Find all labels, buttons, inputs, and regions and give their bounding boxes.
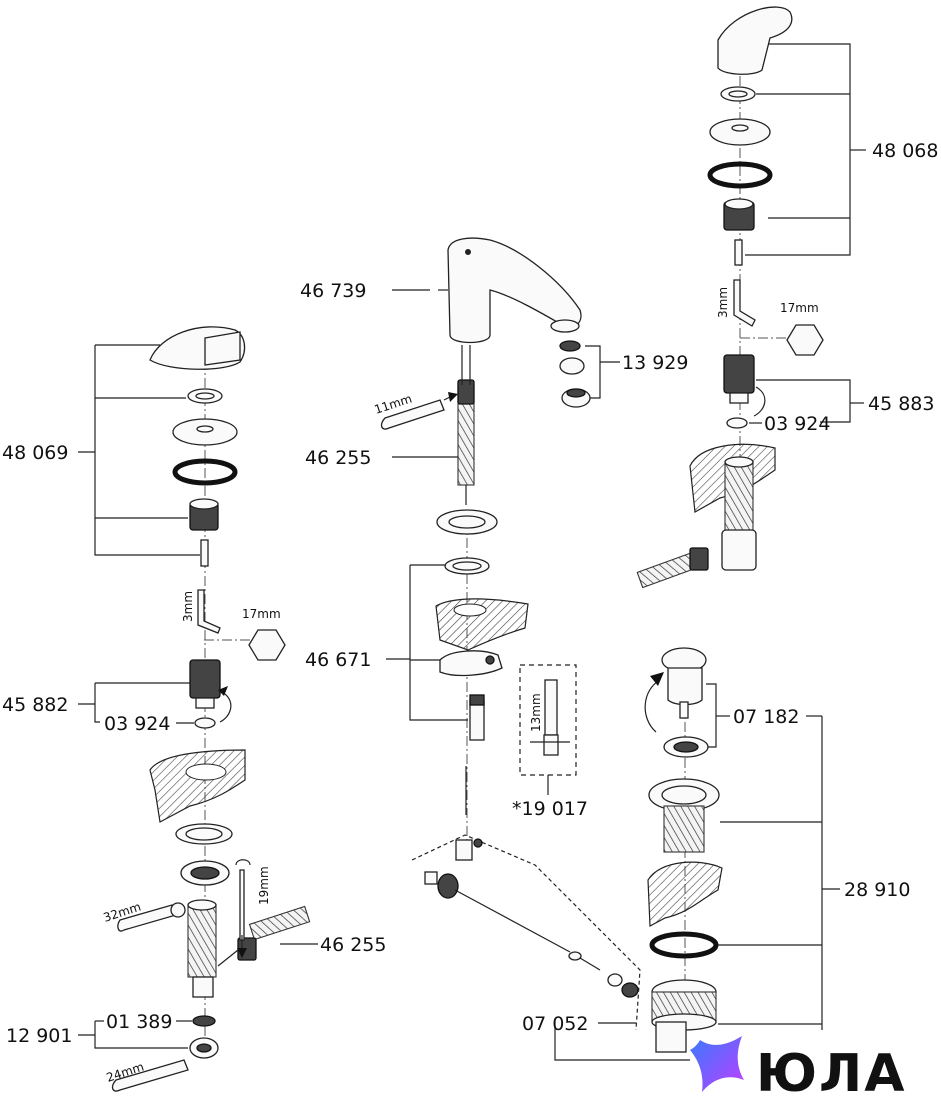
left-o-ring-icon [172, 458, 238, 486]
label-48068: 48 068 [872, 140, 938, 162]
right-screw-icon [734, 239, 743, 266]
right-faucet-assembly [636, 6, 824, 589]
left-cartridge-icon [189, 659, 221, 699]
left-wrench-32mm-icon [117, 904, 177, 932]
center-socket-tool-icon [544, 679, 558, 736]
label-48069: 48 069 [2, 442, 68, 464]
left-hex-17mm-icon [248, 629, 286, 661]
part-number-labels: 48 069 45 882 03 924 46 255 01 389 12 90… [2, 140, 938, 1047]
label-03924-right: 03 924 [764, 413, 830, 435]
right-hex-17mm-icon [786, 324, 824, 356]
label-07052: 07 052 [522, 1013, 588, 1035]
label-46739: 46 739 [300, 280, 366, 302]
left-screw-icon [200, 539, 209, 567]
right-threaded-body-icon [724, 461, 754, 533]
center-wrench-11mm-icon [380, 399, 445, 430]
popup-countertop-section-icon [647, 861, 723, 927]
left-washer-01389-icon [192, 1015, 216, 1027]
label-28910: 28 910 [844, 879, 910, 901]
right-cover-disc-icon [709, 118, 771, 146]
left-countertop-section-icon [149, 749, 246, 823]
label-13929: 13 929 [622, 352, 688, 374]
watermark-text: ЮЛА [756, 1044, 906, 1100]
label-03924-left: 03 924 [104, 713, 170, 735]
label-01389: 01 389 [106, 1011, 172, 1033]
left-wrench-24mm-icon [111, 1059, 189, 1092]
left-faucet-assembly [111, 326, 311, 1092]
right-o-ring-icon [707, 161, 773, 189]
popup-o-ring-icon [649, 931, 719, 959]
label-46255-left: 46 255 [320, 934, 386, 956]
label-45882: 45 882 [2, 694, 68, 716]
tool-label-socket-13: 13mm [529, 693, 543, 732]
label-07182: 07 182 [733, 706, 799, 728]
center-aerator-ring-icon [559, 340, 581, 352]
label-46671: 46 671 [305, 649, 371, 671]
label-19017: *19 017 [512, 798, 588, 820]
center-faucet-assembly [380, 237, 690, 1061]
left-threaded-body-icon [187, 904, 217, 978]
watermark-logo: ЮЛА [690, 1036, 906, 1100]
center-aerator-icon [559, 357, 585, 375]
popup-leader-lines [706, 683, 840, 1030]
tool-label-wrench-19: 19mm [257, 866, 271, 905]
tool-label-key-right: 3mm [716, 287, 730, 318]
label-46255-center: 46 255 [305, 447, 371, 469]
left-supply-hose-icon [248, 905, 311, 941]
popup-waste-assembly [644, 647, 723, 1053]
left-hex-key-icon [197, 589, 221, 634]
watermark-star-icon [690, 1036, 744, 1092]
right-cartridge-icon [723, 354, 755, 394]
left-leader-lines [78, 344, 318, 1049]
center-mount-bolt-icon [469, 699, 485, 741]
right-leader-lines [745, 43, 866, 424]
center-popup-rod-assembly-icon [411, 834, 641, 1031]
left-wrench-19mm-icon [239, 869, 245, 941]
tool-label-key-left: 3mm [181, 591, 195, 622]
label-12901: 12 901 [6, 1025, 72, 1047]
tool-label-hex-left: 17mm [242, 607, 281, 621]
right-hex-key-icon [733, 279, 756, 327]
label-45883: 45 883 [868, 393, 934, 415]
right-handle-lever-icon [717, 6, 793, 75]
tool-label-hex-right: 17mm [780, 301, 819, 315]
